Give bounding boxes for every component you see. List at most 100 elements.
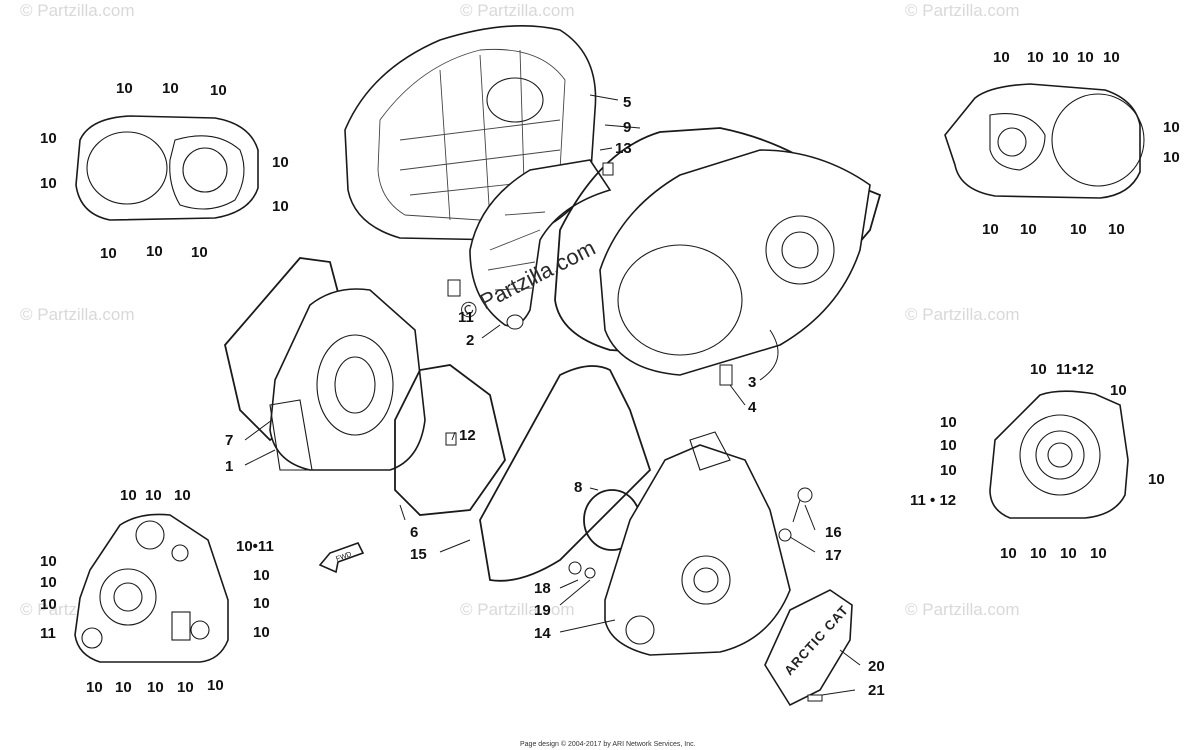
callout-13: 13 (615, 140, 632, 157)
callout-10: 10 (1000, 545, 1017, 562)
callout-10: 10 (1060, 545, 1077, 562)
callout-10: 10 (207, 677, 224, 694)
dowel-2 (506, 314, 524, 330)
callout-9: 9 (623, 119, 631, 136)
callout-10: 10 (940, 437, 957, 454)
callout-15: 15 (410, 546, 427, 563)
callout-10: 10 (940, 462, 957, 479)
dowel-12 (445, 432, 457, 446)
dipstick-16 (797, 487, 813, 503)
watermark-faint: © Partzilla.com (20, 305, 135, 324)
callout-10: 10 (1110, 382, 1127, 399)
callout-10: 10 (145, 487, 162, 504)
callout-8: 8 (574, 479, 582, 496)
callout-11: 11 (40, 625, 56, 642)
callout-10: 10 (993, 49, 1010, 66)
callout-10: 10 (174, 487, 191, 504)
callout-10: 10 (1163, 149, 1180, 166)
watermark-faint: © Partzilla.com (905, 600, 1020, 619)
callout-21: 21 (868, 682, 885, 699)
callout-11-12: 11 • 12 (910, 492, 956, 509)
callout-17: 17 (825, 547, 842, 564)
callout-10: 10 (1103, 49, 1120, 66)
callout-2: 2 (466, 332, 474, 349)
callout-10: 10 (1148, 471, 1165, 488)
leader-lines (244, 94, 861, 696)
callout-1: 1 (225, 458, 233, 475)
callout-10: 10 (86, 679, 103, 696)
gasket-6 (394, 364, 506, 516)
callout-6: 6 (410, 524, 418, 541)
callout-19: 19 (534, 602, 551, 619)
air-duct (469, 159, 612, 327)
callout-5: 5 (623, 94, 631, 111)
callout-10: 10 (115, 679, 132, 696)
callout-10: 10 (272, 198, 289, 215)
callout-14: 14 (534, 625, 551, 642)
screw-21 (807, 694, 823, 702)
callout-10: 10 (1052, 49, 1069, 66)
plug-18 (568, 561, 582, 575)
magneto-cover-detail (989, 390, 1129, 519)
callout-10: 10 (1077, 49, 1094, 66)
callout-10: 10 (940, 414, 957, 431)
callout-10-11: 10•11 (236, 538, 274, 555)
small-hardware (445, 162, 823, 702)
watermark-faint: © Partzilla.com (905, 305, 1020, 324)
right-cover-detail (944, 83, 1145, 199)
fwd-arrow: FWD (318, 542, 365, 574)
callout-20: 20 (868, 658, 885, 675)
footer-copyright: Page design © 2004-2017 by ARI Network S… (520, 740, 696, 748)
o-ring-17 (778, 528, 792, 542)
watermark-faint: © Partzilla.com (460, 600, 575, 619)
callout-10: 10 (40, 596, 57, 613)
callout-11-12: 11•12 (1056, 361, 1094, 378)
callout-10: 10 (1030, 545, 1047, 562)
callout-10: 10 (1108, 221, 1125, 238)
watermark-faint: © Partzilla.com (905, 1, 1020, 20)
o-ring-19 (584, 567, 596, 579)
callout-10: 10 (272, 154, 289, 171)
callout-10: 10 (1090, 545, 1107, 562)
callout-7: 7 (225, 432, 233, 449)
callout-10: 10 (191, 244, 208, 261)
callout-10: 10 (1020, 221, 1037, 238)
callout-10: 10 (1030, 361, 1047, 378)
callout-11: 11 (458, 309, 474, 326)
watermark-faint: © Partzilla.com (460, 1, 575, 20)
callout-16: 16 (825, 524, 842, 541)
callout-10: 10 (147, 679, 164, 696)
callout-10: 10 (253, 567, 270, 584)
callout-10: 10 (253, 624, 270, 641)
callout-4: 4 (748, 399, 757, 416)
callout-10: 10 (982, 221, 999, 238)
callout-10: 10 (177, 679, 194, 696)
callout-10: 10 (100, 245, 117, 262)
callout-18: 18 (534, 580, 551, 597)
callout-10: 10 (146, 243, 163, 260)
clutch-cover-detail (75, 115, 259, 221)
dowel-13 (602, 162, 614, 176)
watermark-faint: © Partzilla.com (20, 1, 135, 20)
crankcase-cover-14 (604, 431, 791, 656)
callout-12: 12 (459, 427, 476, 444)
callout-10: 10 (40, 175, 57, 192)
callout-10: 10 (40, 574, 57, 591)
callout-10: 10 (1027, 49, 1044, 66)
callout-10: 10 (120, 487, 137, 504)
magneto-housing-1 (269, 288, 426, 471)
callout-10: 10 (210, 82, 227, 99)
gasket-15 (479, 365, 652, 582)
callout-3: 3 (748, 374, 756, 391)
plug-4 (719, 364, 733, 386)
callout-10: 10 (40, 130, 57, 147)
callout-labels: 5 9 13 11 2 3 4 7 1 12 8 6 15 18 19 14 1… (40, 49, 1180, 699)
callout-10: 10 (253, 595, 270, 612)
bolt-11 (447, 279, 461, 297)
inner-cover-3 (599, 149, 871, 376)
callout-10: 10 (116, 80, 133, 97)
callout-10: 10 (1070, 221, 1087, 238)
callout-10: 10 (162, 80, 179, 97)
callout-10: 10 (1163, 119, 1180, 136)
